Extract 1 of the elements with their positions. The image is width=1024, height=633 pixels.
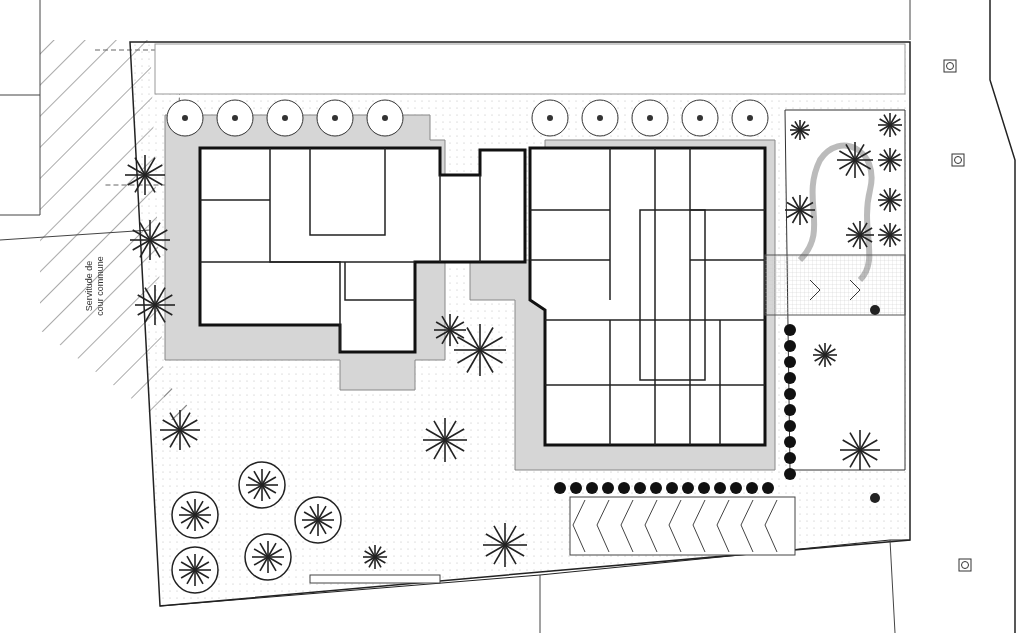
annotation-text: Servitude de cour commune (84, 255, 106, 318)
